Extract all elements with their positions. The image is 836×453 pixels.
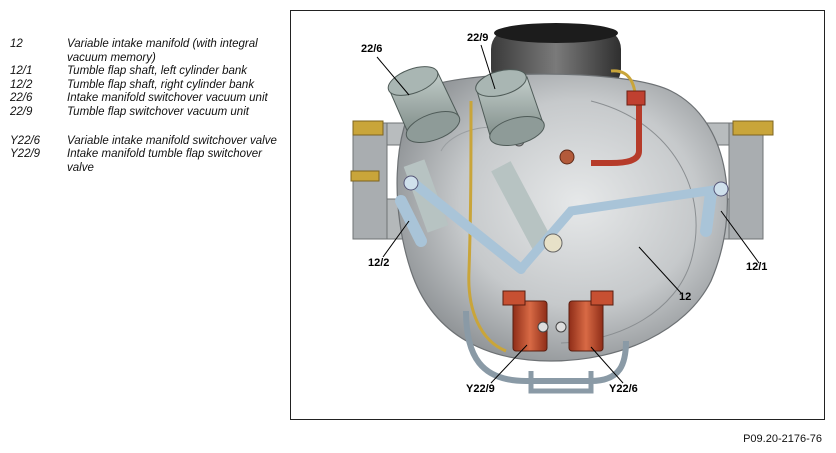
brass-fittings	[350, 120, 774, 182]
callout-22-6: 22/6	[361, 43, 383, 55]
intake-manifold-illustration	[350, 23, 774, 394]
legend-desc: Variable intake manifold switchover valv…	[67, 134, 277, 147]
callout-22-9: 22/9	[467, 32, 489, 44]
callout-12-1: 12/1	[746, 261, 768, 273]
legend-code: Y22/6	[10, 134, 41, 147]
legend-code: 22/9	[10, 105, 33, 118]
legend-code: 12/2	[10, 78, 33, 91]
legend-desc: Intake manifold tumble flap switchover v…	[67, 148, 262, 174]
tumble-flap-linkage	[395, 175, 729, 274]
legend-code: Y22/9	[10, 148, 41, 161]
vacuum-unit-22-9	[475, 69, 553, 251]
legend-item: 22/9 Tumble flap switchover vacuum unit	[10, 106, 280, 120]
callout-y22-9: Y22/9	[466, 383, 495, 395]
legend-code: 22/6	[10, 92, 33, 105]
legend-code: 12/1	[10, 65, 33, 78]
legend-item: Y22/9 Intake manifold tumble flap switch…	[10, 148, 280, 175]
callout-12-2: 12/2	[368, 257, 390, 269]
legend-desc: Tumble flap shaft, right cylinder bank	[67, 78, 255, 91]
legend-item: 22/6 Intake manifold switchover vacuum u…	[10, 92, 280, 106]
diagram-frame: 22/6 22/9 12/2 12/1 12 Y22/9 Y22/6	[290, 10, 825, 420]
vacuum-hoses	[463, 310, 629, 394]
figure-reference: P09.20-2176-76	[743, 433, 822, 445]
legend-item: 12/2 Tumble flap shaft, right cylinder b…	[10, 79, 280, 93]
legend-item: 12 Variable intake manifold (with integr…	[10, 38, 280, 65]
legend-desc: Variable intake manifold (with integral …	[67, 38, 258, 64]
legend-item: Y22/6 Variable intake manifold switchove…	[10, 135, 280, 149]
valve-y22-9	[502, 290, 549, 352]
legend-desc: Intake manifold switchover vacuum unit	[67, 92, 268, 105]
callout-leader-lines	[376, 44, 760, 384]
valve-y22-6	[555, 290, 614, 352]
callout-y22-6: Y22/6	[609, 383, 638, 395]
legend-desc: Tumble flap switchover vacuum unit	[67, 105, 249, 118]
vacuum-hose-red	[591, 96, 642, 166]
legend: 12 Variable intake manifold (with integr…	[10, 38, 280, 175]
legend-item: 12/1 Tumble flap shaft, left cylinder ba…	[10, 65, 280, 79]
callout-12: 12	[679, 291, 692, 303]
legend-desc: Tumble flap shaft, left cylinder bank	[67, 65, 248, 78]
legend-code: 12	[10, 38, 23, 50]
